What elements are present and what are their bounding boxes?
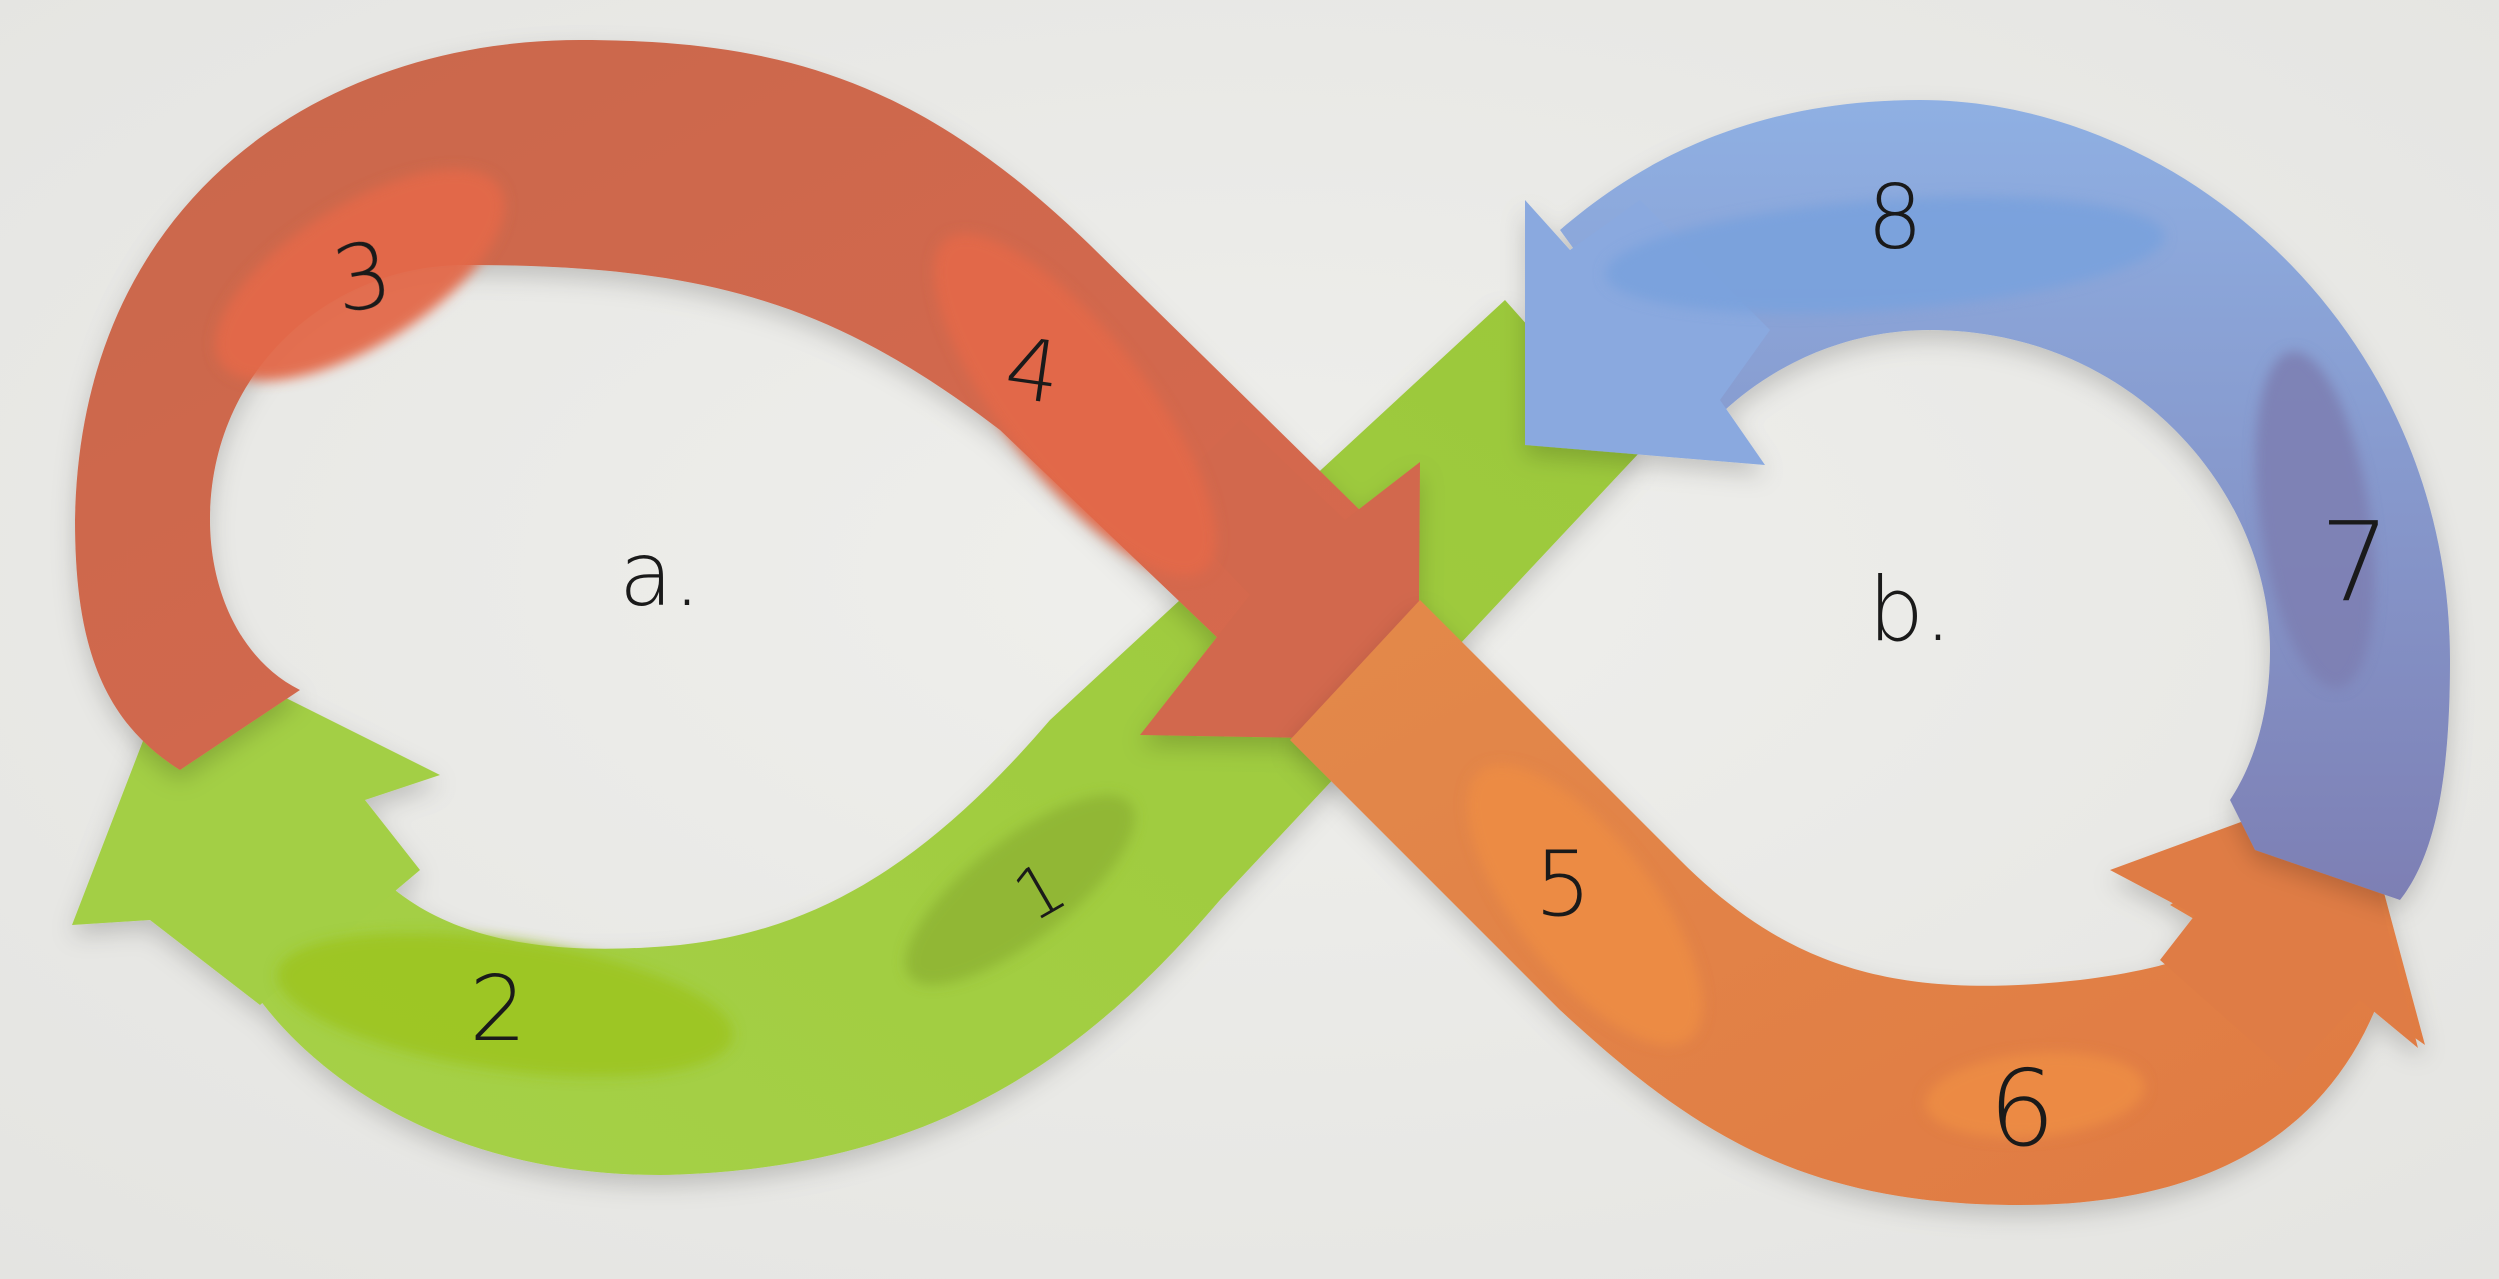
segment-label-7: 7	[2320, 498, 2390, 626]
patch-3	[215, 169, 505, 381]
red-arrowhead	[1140, 420, 1420, 740]
patch-4	[933, 233, 1217, 577]
segment-label-5: 5	[1534, 832, 1591, 937]
loop-label-a: a.	[619, 523, 701, 626]
segment-label-2: 2	[469, 957, 526, 1062]
highlight-patches	[215, 169, 2375, 1138]
orange-band	[1290, 600, 2425, 1205]
patch-1	[905, 795, 1135, 985]
segment-label-6: 6	[1989, 1048, 2056, 1170]
loop-label-b: b.	[1868, 558, 1952, 661]
patch-2	[277, 933, 733, 1077]
loop-labels: a. b.	[619, 523, 1952, 661]
patch-5	[1467, 764, 1703, 1046]
patch-7	[2255, 351, 2375, 689]
patch-6	[1925, 1052, 2145, 1138]
segment-label-8: 8	[1867, 166, 1923, 269]
patch-8	[1605, 196, 2165, 314]
blue-arrowhead	[1525, 200, 1770, 465]
segment-labels: 1 2 3 4 5 6 7 8	[325, 166, 2390, 1170]
